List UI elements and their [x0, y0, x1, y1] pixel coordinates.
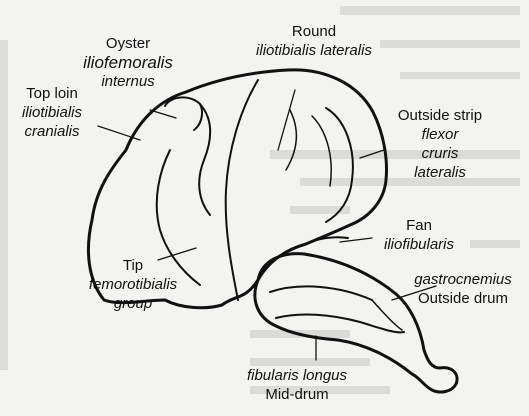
label-fan: Fan iliofibularis	[364, 216, 474, 254]
label-outside-drum: gastrocnemius Outside drum	[398, 270, 528, 308]
tip-latin-2: group	[78, 294, 188, 313]
outside-strip-line-2	[312, 116, 331, 186]
mid-drum-latin: fibularis longus	[232, 366, 362, 385]
oyster-latin-1: iliofemoralis	[68, 53, 188, 72]
label-top-loin: Top loin iliotibialis cranialis	[14, 84, 90, 141]
inner-curve-2	[226, 80, 258, 300]
fan-latin: iliofibularis	[364, 235, 474, 254]
top-loin-common: Top loin	[14, 84, 90, 103]
label-tip: Tip femorotibialis group	[78, 256, 188, 313]
leader-round	[278, 90, 295, 150]
oyster-common: Oyster	[68, 34, 188, 53]
round-common: Round	[224, 22, 404, 41]
outside-strip-latin-2: cruris	[380, 144, 500, 163]
fan-common: Fan	[364, 216, 474, 235]
label-outside-strip: Outside strip flexor cruris lateralis	[380, 106, 500, 182]
label-mid-drum: fibularis longus Mid-drum	[232, 366, 362, 404]
round-split-line	[286, 110, 296, 170]
top-loin-latin-1: iliotibialis	[14, 103, 90, 122]
top-loin-latin-2: cranialis	[14, 122, 90, 141]
outside-strip-latin-1: flexor	[380, 125, 500, 144]
fibularis-line	[276, 315, 404, 333]
gastrocnemius-line	[270, 286, 372, 300]
fan-line	[306, 237, 348, 244]
oyster-muscle-line	[165, 97, 202, 130]
outside-drum-latin: gastrocnemius	[398, 270, 528, 289]
outside-strip-latin-3: lateralis	[380, 163, 500, 182]
tip-latin-1: femorotibialis	[78, 275, 188, 294]
mid-drum-common: Mid-drum	[232, 385, 362, 404]
outside-strip-line	[326, 108, 353, 222]
label-round: Round iliotibialis lateralis	[224, 22, 404, 60]
outside-drum-common: Outside drum	[398, 289, 528, 308]
leader-oyster	[150, 110, 176, 118]
label-oyster: Oyster iliofemoralis internus	[68, 34, 188, 91]
outside-strip-common: Outside strip	[380, 106, 500, 125]
round-latin: iliotibialis lateralis	[224, 41, 404, 60]
tip-common: Tip	[78, 256, 188, 275]
